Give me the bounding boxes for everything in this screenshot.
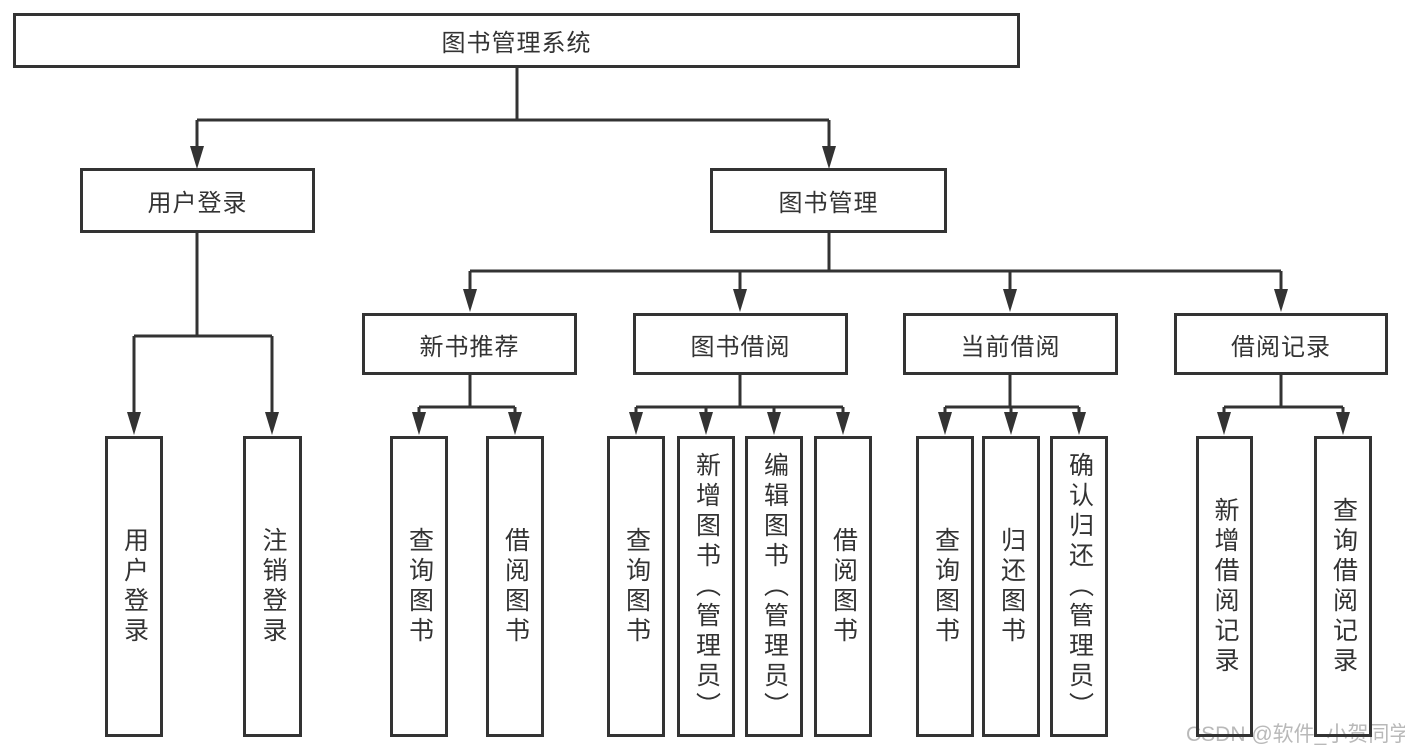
connector-root-to-level2 bbox=[195, 68, 831, 147]
node-leaf-logout: 注销登录 bbox=[243, 436, 302, 737]
node-leaf-query-books-2: 查询图书 bbox=[607, 436, 665, 737]
node-book-borrow: 图书借阅 bbox=[633, 313, 848, 375]
node-label: 用户登录 bbox=[120, 526, 149, 647]
node-current-borrow: 当前借阅 bbox=[903, 313, 1118, 375]
node-label: 当前借阅 bbox=[960, 333, 1061, 361]
node-label: 新书推荐 bbox=[419, 333, 520, 361]
node-leaf-confirm-return-admin: 确认归还（管理员） bbox=[1050, 436, 1108, 737]
node-label: 归还图书 bbox=[997, 526, 1026, 647]
node-label: 编辑图书（管理员） bbox=[760, 451, 789, 722]
node-label: 新增借阅记录 bbox=[1211, 496, 1239, 677]
node-leaf-query-books-3: 查询图书 bbox=[916, 436, 974, 737]
connector-user-login-children bbox=[132, 233, 274, 413]
node-new-book-recommend: 新书推荐 bbox=[362, 313, 577, 375]
connector-new-book-children bbox=[417, 375, 517, 413]
node-user-login: 用户登录 bbox=[80, 168, 315, 233]
connector-current-borrow-children bbox=[943, 375, 1081, 413]
node-leaf-add-books-admin: 新增图书（管理员） bbox=[677, 436, 735, 737]
node-label: 借阅图书 bbox=[501, 526, 530, 647]
node-book-management: 图书管理 bbox=[710, 168, 947, 233]
node-label: 用户登录 bbox=[147, 190, 248, 217]
node-label: 图书管理 bbox=[778, 190, 879, 217]
node-library-management-system: 图书管理系统 bbox=[13, 13, 1020, 68]
node-label: 确认归还（管理员） bbox=[1065, 451, 1094, 722]
node-leaf-user-login: 用户登录 bbox=[105, 436, 163, 737]
node-leaf-borrow-books-2: 借阅图书 bbox=[814, 436, 872, 737]
node-label: 新增图书（管理员） bbox=[692, 451, 721, 722]
node-leaf-edit-books-admin: 编辑图书（管理员） bbox=[745, 436, 803, 737]
node-label: 查询借阅记录 bbox=[1329, 496, 1358, 677]
node-label: 借阅记录 bbox=[1231, 333, 1331, 361]
node-leaf-borrow-books-1: 借阅图书 bbox=[486, 436, 544, 737]
connector-book-management-children bbox=[468, 233, 1283, 290]
node-label: 查询图书 bbox=[931, 526, 960, 647]
node-label: 借阅图书 bbox=[829, 526, 858, 647]
connector-book-borrow-children bbox=[634, 375, 845, 413]
node-leaf-query-borrow-record: 查询借阅记录 bbox=[1314, 436, 1372, 737]
csdn-watermark: CSDN @软件_小贺同学 bbox=[1186, 723, 1405, 746]
node-label: 查询图书 bbox=[622, 526, 651, 647]
node-leaf-return-books: 归还图书 bbox=[982, 436, 1040, 737]
node-label: 查询图书 bbox=[405, 526, 434, 647]
node-borrow-records: 借阅记录 bbox=[1174, 313, 1388, 375]
node-label: 注销登录 bbox=[259, 526, 287, 647]
node-leaf-add-borrow-record: 新增借阅记录 bbox=[1196, 436, 1253, 737]
node-leaf-query-books-1: 查询图书 bbox=[390, 436, 448, 737]
connector-borrow-records-children bbox=[1222, 375, 1345, 413]
node-label: 图书管理系统 bbox=[441, 30, 592, 57]
node-label: 图书借阅 bbox=[690, 333, 791, 361]
